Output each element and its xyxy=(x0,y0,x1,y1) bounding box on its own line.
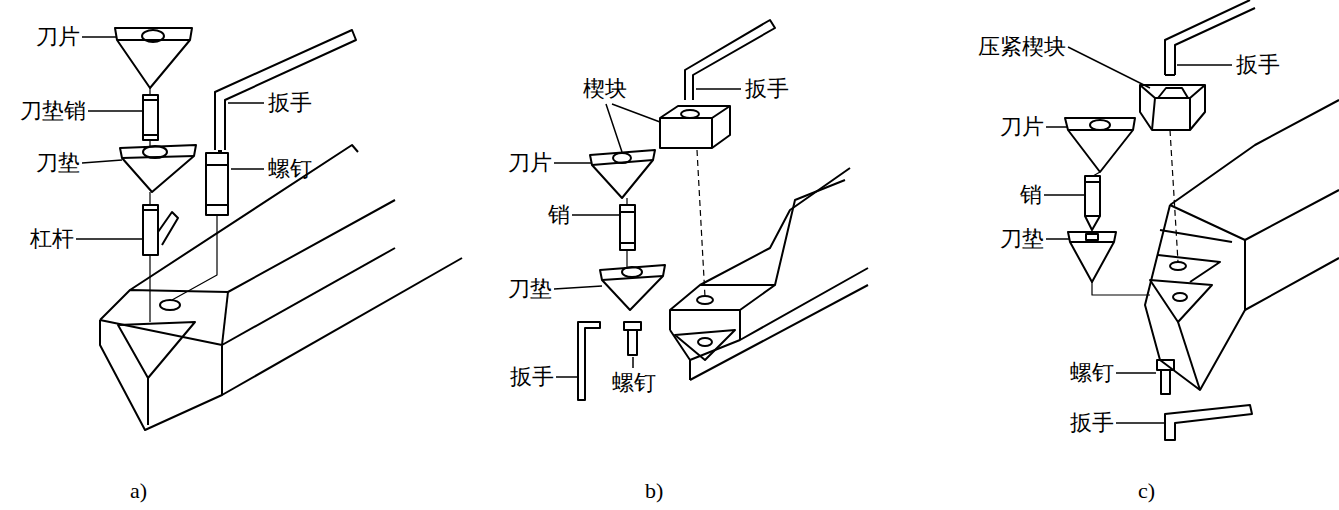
part-label: 扳手 xyxy=(745,78,789,100)
wedge-clamp-parts xyxy=(578,20,775,400)
part-label: 刀垫 xyxy=(508,278,552,300)
part-label: 刀片 xyxy=(508,152,552,174)
figure-caption: a) xyxy=(130,480,147,502)
part-label: 压紧楔块 xyxy=(978,36,1066,58)
part-label: 刀垫 xyxy=(1000,228,1044,250)
part-label: 螺钉 xyxy=(612,372,656,394)
part-label: 螺钉 xyxy=(1070,362,1114,384)
part-label: 杠杆 xyxy=(30,228,74,250)
wedge-lock-parts xyxy=(1065,0,1255,440)
wedge-lock-holder xyxy=(1145,100,1339,390)
part-label: 扳手 xyxy=(1236,54,1280,76)
wedge-clamp-holder xyxy=(670,168,868,380)
part-label: 销 xyxy=(1020,184,1042,206)
part-label: 刀片 xyxy=(36,26,80,48)
part-label: 刀垫销 xyxy=(20,100,86,122)
figure-caption: c) xyxy=(1138,480,1155,502)
part-label: 销 xyxy=(548,204,570,226)
part-label: 楔块 xyxy=(583,78,627,100)
lever-clamp-parts xyxy=(115,28,356,322)
leader-lines xyxy=(76,37,1232,423)
part-label: 螺钉 xyxy=(268,158,312,180)
part-label: 刀垫 xyxy=(36,152,80,174)
figure-caption: b) xyxy=(645,480,663,502)
part-label: 扳手 xyxy=(1070,412,1114,434)
part-label: 刀片 xyxy=(1000,116,1044,138)
lever-clamp-holder xyxy=(100,145,462,430)
part-label: 扳手 xyxy=(268,92,312,114)
part-label: 扳手 xyxy=(510,366,554,388)
